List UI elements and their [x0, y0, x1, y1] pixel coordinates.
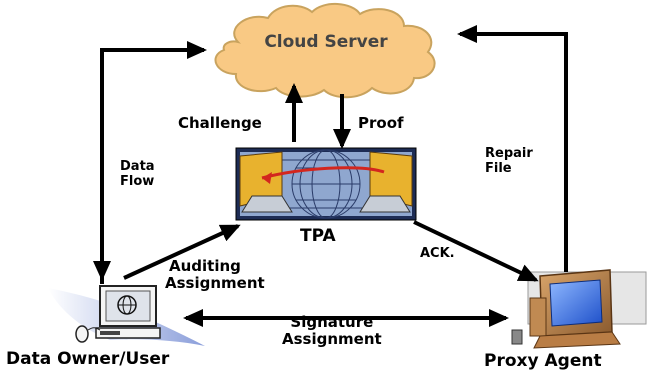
- data-owner-computer: [75, 285, 161, 343]
- repair-file-label: Repair File: [485, 146, 533, 176]
- data-flow-line1: Data: [120, 159, 155, 174]
- data-owner-label: Data Owner/User: [6, 349, 170, 369]
- auditing-line1: Auditing: [169, 257, 241, 275]
- auditing-assignment-arrow: [123, 224, 241, 280]
- cloud-server-node: [214, 3, 436, 99]
- signature-line1: Signature: [290, 313, 374, 331]
- data-flow-label: Data Flow: [120, 159, 155, 189]
- proxy-agent-computer: [511, 269, 647, 349]
- tpa-node-image: [235, 147, 417, 221]
- signature-assignment-label: Signature Assignment: [282, 314, 382, 348]
- repair-file-arrow: [457, 25, 568, 272]
- proof-label: Proof: [358, 114, 404, 132]
- repair-file-line2: File: [485, 160, 512, 176]
- tpa-label: TPA: [300, 226, 336, 246]
- cloud-server-label: Cloud Server: [264, 32, 388, 52]
- proxy-agent-label: Proxy Agent: [484, 351, 602, 371]
- data-flow-line2: Flow: [120, 173, 155, 189]
- ack-arrow: [413, 220, 539, 282]
- repair-file-line1: Repair: [485, 146, 533, 161]
- signature-line2: Assignment: [282, 329, 382, 348]
- challenge-label: Challenge: [178, 114, 262, 132]
- auditing-line2: Assignment: [165, 273, 265, 292]
- auditing-assignment-label: Auditing Assignment: [165, 258, 265, 292]
- ack-label: ACK.: [420, 246, 455, 261]
